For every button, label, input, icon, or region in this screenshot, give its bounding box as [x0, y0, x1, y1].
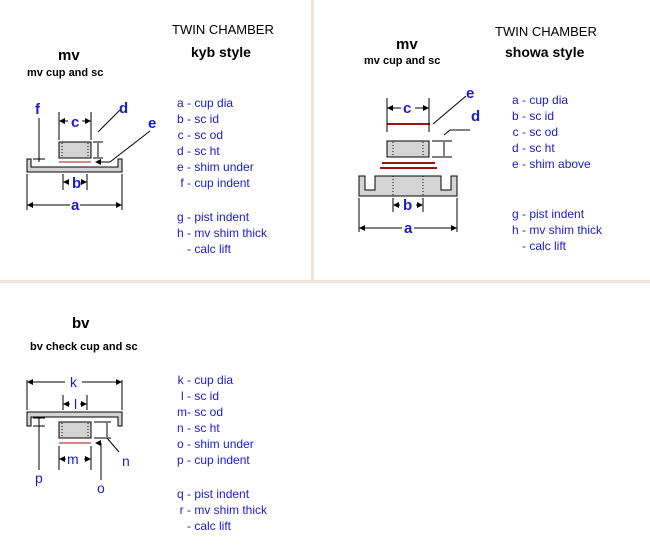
kyb-legend: a - cup dia b - sc id c - sc od d - sc h…	[170, 95, 267, 257]
legend-item: h - mv shim thick	[511, 223, 603, 237]
legend-item: a - cup dia	[176, 96, 234, 110]
legend-item: l - sc id	[181, 389, 220, 403]
dim-label-d: d	[471, 108, 480, 125]
legend-item: e - shim under	[176, 160, 254, 174]
dim-label-e: e	[466, 85, 474, 102]
legend-item: n - sc ht	[176, 421, 220, 435]
showa-part-title: mv	[396, 36, 418, 53]
dim-label-b: b	[403, 197, 412, 214]
showa-part-subtitle: mv cup and sc	[364, 55, 441, 67]
legend-item: g - pist indent	[511, 207, 585, 221]
legend-item: r - mv shim thick	[179, 503, 268, 517]
legend-item: f - cup indent	[180, 176, 250, 190]
legend-item: d - sc ht	[176, 144, 220, 158]
legend-item: c - sc od	[177, 128, 224, 142]
kyb-title: TWIN CHAMBER	[172, 22, 274, 37]
dim-label-o: o	[97, 480, 105, 496]
kyb-cup-diagram	[26, 109, 151, 210]
kyb-style-label: kyb style	[191, 44, 251, 60]
legend-item: - calc lift	[187, 242, 232, 256]
dim-label-c: c	[403, 100, 411, 117]
dim-label-e: e	[148, 115, 156, 132]
legend-item: a - cup dia	[511, 93, 569, 107]
dim-label-k: k	[70, 374, 78, 390]
dim-label-d: d	[119, 100, 128, 117]
legend-item: q - pist indent	[176, 487, 250, 501]
horizontal-divider	[0, 280, 650, 283]
legend-item: o - shim under	[176, 437, 254, 451]
vertical-divider	[311, 0, 314, 281]
legend-item: e - shim above	[511, 157, 591, 171]
legend-item: c - sc od	[512, 125, 559, 139]
legend-item: g - pist indent	[176, 210, 250, 224]
legend-item: b - sc id	[511, 109, 555, 123]
bv-cup-diagram	[26, 379, 123, 480]
showa-cup-diagram	[358, 95, 470, 232]
legend-item: m- sc od	[177, 405, 224, 419]
legend-item: - calc lift	[187, 519, 232, 533]
legend-item: - calc lift	[522, 239, 567, 253]
legend-item: k - cup dia	[177, 373, 234, 387]
legend-item: p - cup indent	[176, 453, 250, 467]
showa-style-label: showa style	[505, 44, 585, 60]
showa-legend: a - cup dia b - sc id c - sc od d - sc h…	[505, 92, 602, 254]
legend-item: b - sc id	[176, 112, 220, 126]
bv-part-subtitle: bv check cup and sc	[30, 341, 138, 353]
dim-label-f: f	[35, 101, 41, 118]
kyb-part-title: mv	[58, 47, 80, 64]
legend-item: h - mv shim thick	[176, 226, 268, 240]
showa-title: TWIN CHAMBER	[495, 24, 597, 39]
legend-item: d - sc ht	[511, 141, 555, 155]
dim-label-b: b	[72, 175, 81, 192]
dim-label-p: p	[35, 470, 43, 486]
dim-label-c: c	[71, 114, 79, 131]
dim-label-n: n	[122, 453, 130, 469]
dim-label-l: l	[74, 396, 77, 412]
dim-label-m: m	[67, 451, 79, 467]
dim-label-a: a	[404, 220, 413, 237]
bv-legend: k - cup dia l - sc id m- sc od n - sc ht…	[170, 372, 267, 534]
kyb-part-subtitle: mv cup and sc	[27, 67, 104, 79]
bv-part-title: bv	[72, 315, 90, 332]
dim-label-a: a	[71, 197, 80, 214]
